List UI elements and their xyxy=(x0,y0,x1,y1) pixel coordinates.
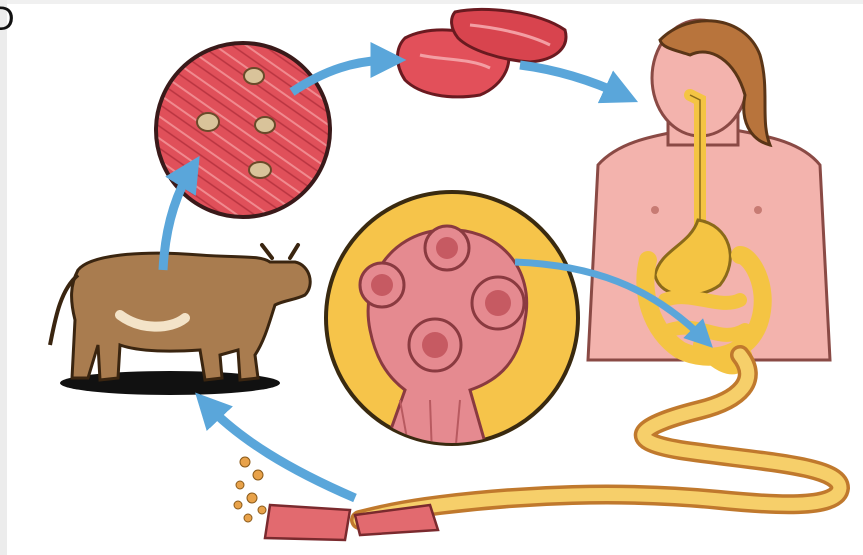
human-digestive-icon xyxy=(588,20,830,367)
arrow-meat-to-human xyxy=(520,65,625,96)
cow-icon xyxy=(50,245,310,395)
meat-icon xyxy=(398,9,566,97)
eggs-icon xyxy=(234,457,438,540)
tapeworm-scolex-icon xyxy=(326,192,578,460)
arrow-eggs-to-cow xyxy=(205,403,355,498)
